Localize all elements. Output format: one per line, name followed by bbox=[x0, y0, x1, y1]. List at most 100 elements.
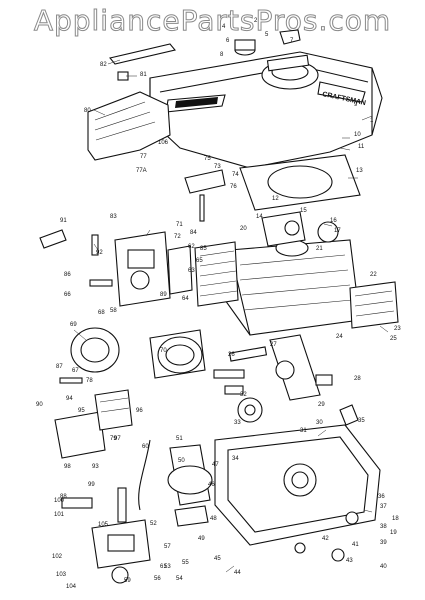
side-cover bbox=[349, 281, 399, 329]
washer-2 bbox=[331, 548, 345, 562]
part-number: 83 bbox=[110, 214, 117, 220]
part-number: 24 bbox=[336, 334, 343, 340]
part-number: 91 bbox=[60, 218, 67, 224]
part-number: 29 bbox=[318, 402, 325, 408]
part-number: 2 bbox=[254, 18, 258, 24]
part-number: 77A bbox=[136, 168, 147, 174]
part-number: 95 bbox=[78, 408, 85, 414]
part-number: 34 bbox=[232, 456, 239, 462]
part-number: 72 bbox=[174, 234, 181, 240]
watermark-text: AppliancePartsPros.com bbox=[33, 4, 392, 38]
part-number: 59 bbox=[124, 578, 131, 584]
part-number: 89 bbox=[160, 292, 167, 298]
nut bbox=[294, 542, 306, 554]
part-number: 101 bbox=[54, 512, 65, 518]
part-number: 78 bbox=[86, 378, 93, 384]
part-number: 6 bbox=[226, 38, 230, 44]
part-number: 102 bbox=[52, 554, 63, 560]
part-number: 58 bbox=[110, 308, 117, 314]
part-number: 22 bbox=[370, 272, 377, 278]
part-number: 81 bbox=[140, 72, 147, 78]
part-number: 49 bbox=[198, 536, 205, 542]
part-number: 4 bbox=[222, 24, 226, 30]
part-number: 53 bbox=[164, 564, 171, 570]
lower-carburetor bbox=[61, 487, 151, 584]
part-number: 103 bbox=[56, 572, 67, 578]
part-number: 55 bbox=[182, 560, 189, 566]
part-number: 50 bbox=[178, 458, 185, 464]
part-number: 19 bbox=[390, 530, 397, 536]
top-bracket bbox=[109, 43, 176, 65]
part-number: 66 bbox=[64, 292, 71, 298]
air-filter bbox=[70, 327, 206, 379]
part-number: 73 bbox=[214, 164, 221, 170]
part-number: 18 bbox=[392, 516, 399, 522]
part-number: 30 bbox=[316, 420, 323, 426]
part-number: 70 bbox=[160, 348, 167, 354]
part-number: 40 bbox=[380, 564, 387, 570]
part-number: 97 bbox=[114, 436, 121, 442]
governor-assembly bbox=[261, 211, 339, 247]
part-number: 54 bbox=[176, 576, 183, 582]
gasket-plate bbox=[239, 154, 361, 211]
part-number: 31 bbox=[300, 428, 307, 434]
spark-plug bbox=[39, 229, 113, 287]
part-number: 82 bbox=[100, 62, 107, 68]
spring bbox=[199, 194, 205, 222]
part-number: 11 bbox=[358, 144, 365, 150]
part-number: 36 bbox=[378, 494, 385, 500]
part-number: 7 bbox=[290, 38, 294, 44]
part-number: 14 bbox=[256, 214, 263, 220]
part-number: 84 bbox=[190, 230, 197, 236]
part-number: 105 bbox=[98, 522, 109, 528]
part-number: 56 bbox=[154, 576, 161, 582]
part-number: 88 bbox=[60, 494, 67, 500]
part-number: 86 bbox=[64, 272, 71, 278]
part-number: 8 bbox=[220, 52, 224, 58]
part-number: 10 bbox=[354, 132, 361, 138]
part-number: 28 bbox=[354, 376, 361, 382]
part-number: 68 bbox=[98, 310, 105, 316]
part-number: 76 bbox=[230, 184, 237, 190]
part-number: 26 bbox=[228, 352, 235, 358]
part-number: 46 bbox=[208, 482, 215, 488]
part-number: 51 bbox=[176, 436, 183, 442]
fuel-tank-shroud: CRAFTSMAN bbox=[149, 51, 383, 169]
part-number: 9 bbox=[354, 102, 358, 108]
part-number: 71 bbox=[176, 222, 183, 228]
part-number: 87 bbox=[56, 364, 63, 370]
tank-cap bbox=[234, 39, 256, 56]
part-number: 13 bbox=[356, 168, 363, 174]
carburetor-assembly bbox=[114, 231, 193, 307]
part-number: 79 bbox=[110, 436, 117, 442]
part-number: 33 bbox=[234, 420, 241, 426]
part-number: 47 bbox=[212, 462, 219, 468]
part-number: 93 bbox=[92, 464, 99, 470]
part-number: 16 bbox=[330, 218, 337, 224]
part-number: 67 bbox=[72, 368, 79, 374]
rocker-bracket bbox=[184, 169, 226, 194]
part-number: 64 bbox=[182, 296, 189, 302]
part-number: 48 bbox=[210, 516, 217, 522]
part-number: 99 bbox=[88, 482, 95, 488]
part-number: 25 bbox=[390, 336, 397, 342]
part-number: 62 bbox=[188, 244, 195, 250]
part-number: 77 bbox=[140, 154, 147, 160]
part-number: 12 bbox=[272, 196, 279, 202]
part-number: 1 bbox=[370, 118, 374, 124]
part-number: 35 bbox=[358, 418, 365, 424]
bolt-left bbox=[59, 377, 83, 384]
leader-lines bbox=[73, 59, 389, 573]
cylinder-block bbox=[194, 239, 361, 336]
part-number: 57 bbox=[164, 544, 171, 550]
breather-assembly bbox=[167, 444, 213, 527]
part-number: 41 bbox=[352, 542, 359, 548]
part-number: 20 bbox=[240, 226, 247, 232]
part-number: 5 bbox=[265, 32, 269, 38]
part-number: 60 bbox=[142, 444, 149, 450]
oil-seal bbox=[339, 404, 359, 426]
part-number: 100 bbox=[54, 498, 65, 504]
part-number: 92 bbox=[96, 250, 103, 256]
part-number: 43 bbox=[346, 558, 353, 564]
